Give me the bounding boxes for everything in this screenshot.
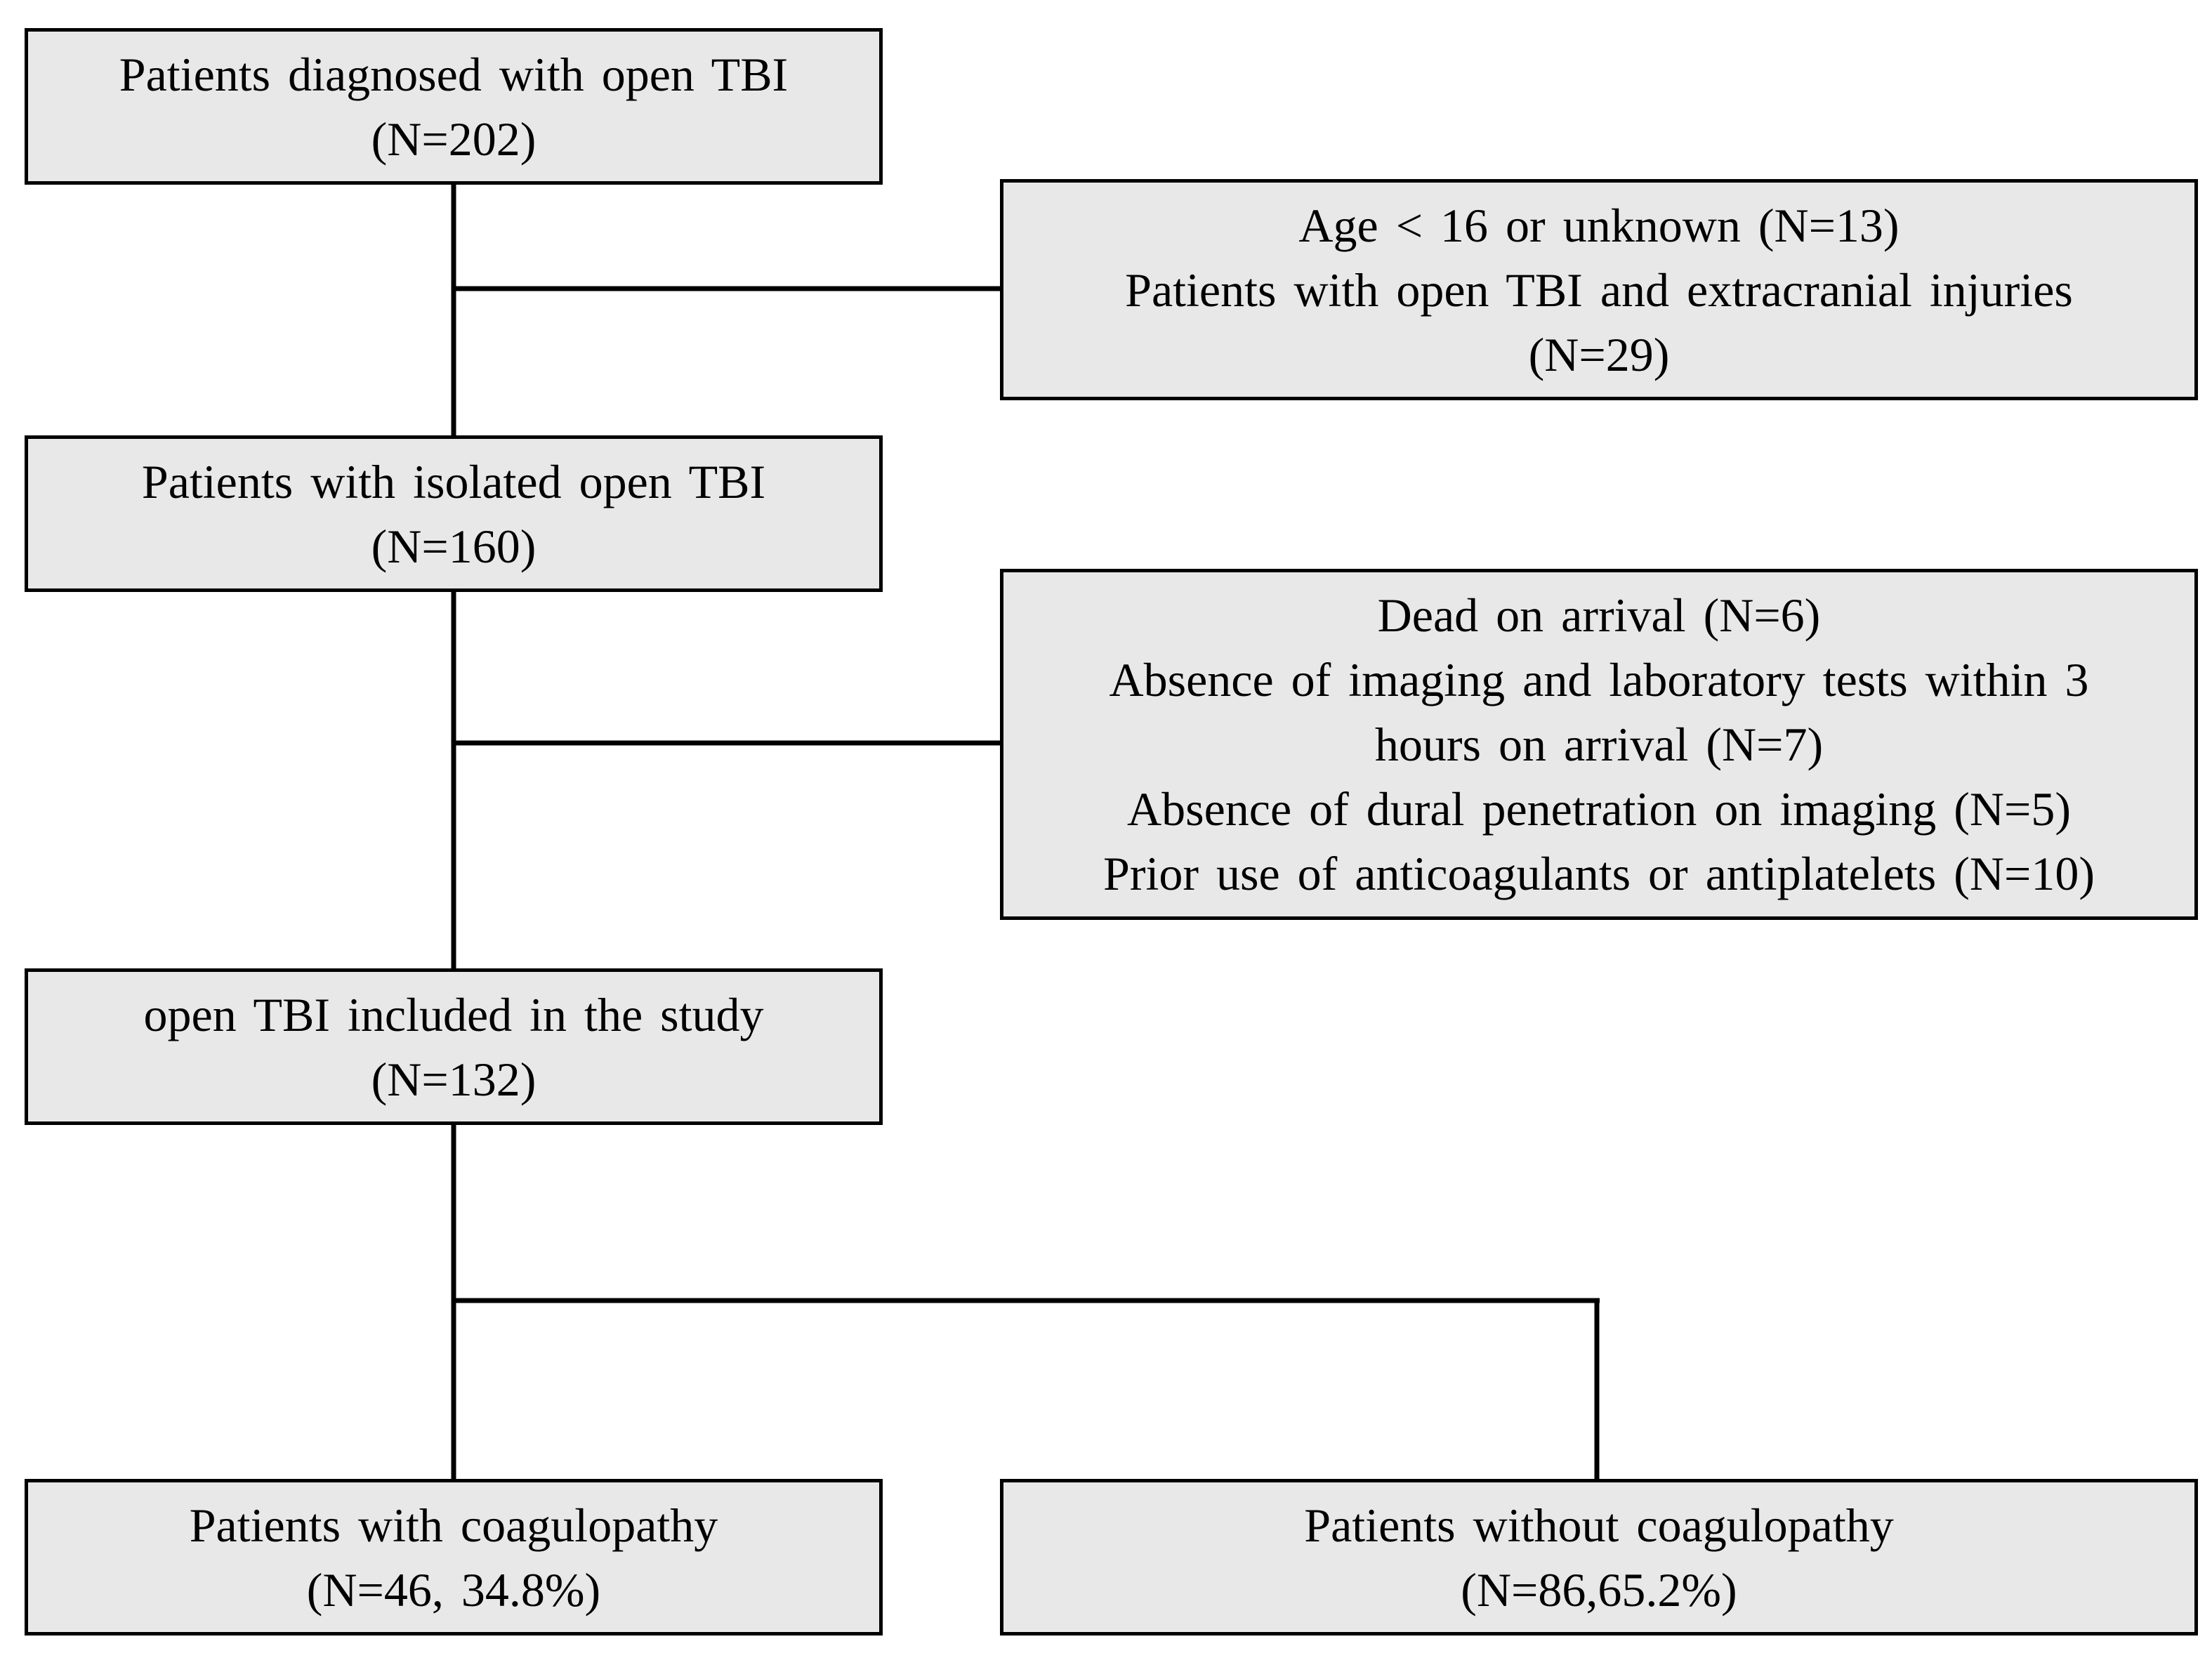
exclusion2-no-dural-penetration: Absence of dural penetration on imaging …	[1127, 782, 2071, 836]
step2-label: Patients with isolated open TBI	[141, 454, 766, 508]
no-coagulopathy-count: (N=86,65.2%)	[1461, 1562, 1737, 1617]
coagulopathy-count: (N=46, 34.8%)	[306, 1562, 601, 1617]
exclusion2-no-imaging: Absence of imaging and laboratory tests …	[1109, 653, 2089, 706]
no-coagulopathy-box: Patients without coagulopathy (N=86,65.2…	[1000, 1479, 2198, 1636]
coagulopathy-box: Patients with coagulopathy (N=46, 34.8%)	[25, 1479, 883, 1636]
step3-label: open TBI included in the study	[143, 987, 764, 1041]
step2-count: (N=160)	[371, 519, 536, 573]
exclusion1-count: (N=29)	[1528, 327, 1670, 381]
coagulopathy-label: Patients with coagulopathy	[189, 1498, 718, 1552]
step1-label: Patients diagnosed with open TBI	[119, 47, 789, 101]
exclusion2-box: Dead on arrival (N=6) Absence of imaging…	[1000, 569, 2198, 920]
step3-count: (N=132)	[371, 1052, 536, 1106]
exclusion2-dead-on-arrival: Dead on arrival (N=6)	[1377, 588, 1821, 642]
exclusion2-anticoagulants: Prior use of anticoagulants or antiplate…	[1103, 847, 2095, 900]
no-coagulopathy-label: Patients without coagulopathy	[1304, 1498, 1894, 1552]
exclusion1-age: Age < 16 or unknown (N=13)	[1298, 198, 1900, 252]
step1-box: Patients diagnosed with open TBI (N=202)	[25, 28, 883, 185]
step3-box: open TBI included in the study (N=132)	[25, 968, 883, 1125]
step1-count: (N=202)	[371, 112, 536, 166]
step2-box: Patients with isolated open TBI (N=160)	[25, 435, 883, 592]
exclusion1-box: Age < 16 or unknown (N=13) Patients with…	[1000, 179, 2198, 400]
exclusion2-no-imaging-cont: hours on arrival (N=7)	[1374, 718, 1824, 771]
exclusion1-extracranial: Patients with open TBI and extracranial …	[1125, 263, 2073, 317]
